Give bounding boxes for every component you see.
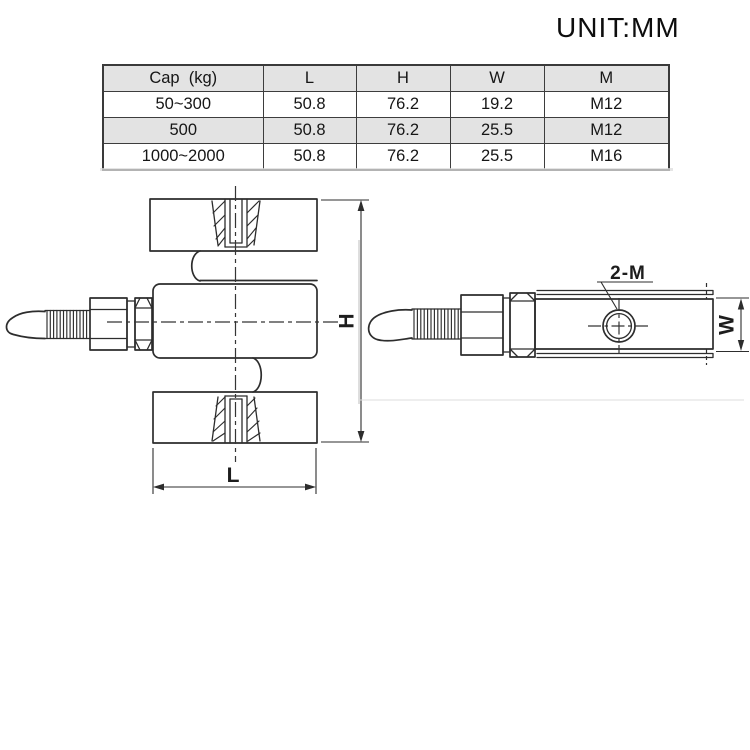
table-cell: M12: [543, 91, 670, 118]
gland-washer: [126, 300, 136, 348]
dim-w: W: [715, 297, 749, 353]
front-cable: [5, 310, 46, 340]
side-cable-gland: [411, 292, 536, 358]
table-cell: 500: [102, 117, 264, 144]
table-cell: M16: [543, 143, 670, 171]
table-cell: 50~300: [102, 91, 264, 118]
table-cell: 1000~2000: [102, 143, 264, 171]
side-body: [534, 298, 714, 350]
table-shadow: [100, 168, 673, 171]
gland-nut-2: [134, 297, 153, 351]
unit-note: UNIT:MM: [556, 12, 680, 43]
front-bottom-block: [152, 391, 318, 444]
dim-h: H: [321, 199, 369, 443]
dim-label-h: H: [335, 313, 358, 328]
side-gland-nut: [460, 294, 504, 356]
side-gland-washer: [502, 297, 511, 353]
table-cell: 25.5: [449, 117, 545, 144]
front-top-block: [149, 198, 318, 252]
table-cell: 50.8: [262, 117, 357, 144]
front-cable-gland: [44, 297, 153, 351]
table-header-cell: Cap (kg): [102, 64, 264, 92]
front-lower-web-cap: [252, 357, 263, 393]
side-body-chamfer-edges: [536, 289, 714, 359]
table-header-cell: W: [449, 64, 545, 92]
table-cell: M12: [543, 117, 670, 144]
side-view-drawing: 2-M W: [358, 240, 749, 404]
dim-label-l: L: [227, 464, 240, 487]
table-cell: 50.8: [262, 143, 357, 171]
side-gland-nut-2: [509, 292, 536, 358]
table-cell: 50.8: [262, 91, 357, 118]
side-cable: [367, 308, 413, 342]
table-cell: 19.2: [449, 91, 545, 118]
thread-callout: 2-M: [610, 263, 646, 284]
dim-label-w: W: [715, 315, 738, 335]
table-header-row: Cap (kg) L H W M: [102, 64, 670, 92]
table-row: 500 50.8 76.2 25.5 M12: [102, 117, 670, 144]
spec-table: Cap (kg) L H W M 50~300 50.8 76.2 19.2 M…: [102, 64, 670, 171]
side-threaded-hole: [588, 298, 651, 354]
front-top-threaded-hole: [211, 198, 261, 248]
table-cell: 76.2: [355, 117, 451, 144]
table-header-cell: M: [543, 64, 670, 92]
table-header-cell: L: [262, 64, 357, 92]
table-header-cell: H: [355, 64, 451, 92]
gland-nut: [89, 297, 128, 351]
front-view-drawing: H L: [5, 186, 369, 494]
front-upper-web-cap: [190, 250, 201, 282]
dim-l: L: [152, 448, 317, 494]
table-cell: 76.2: [355, 143, 451, 171]
table-row: 50~300 50.8 76.2 19.2 M12: [102, 91, 670, 118]
thread-callout-group: 2-M: [597, 263, 653, 310]
